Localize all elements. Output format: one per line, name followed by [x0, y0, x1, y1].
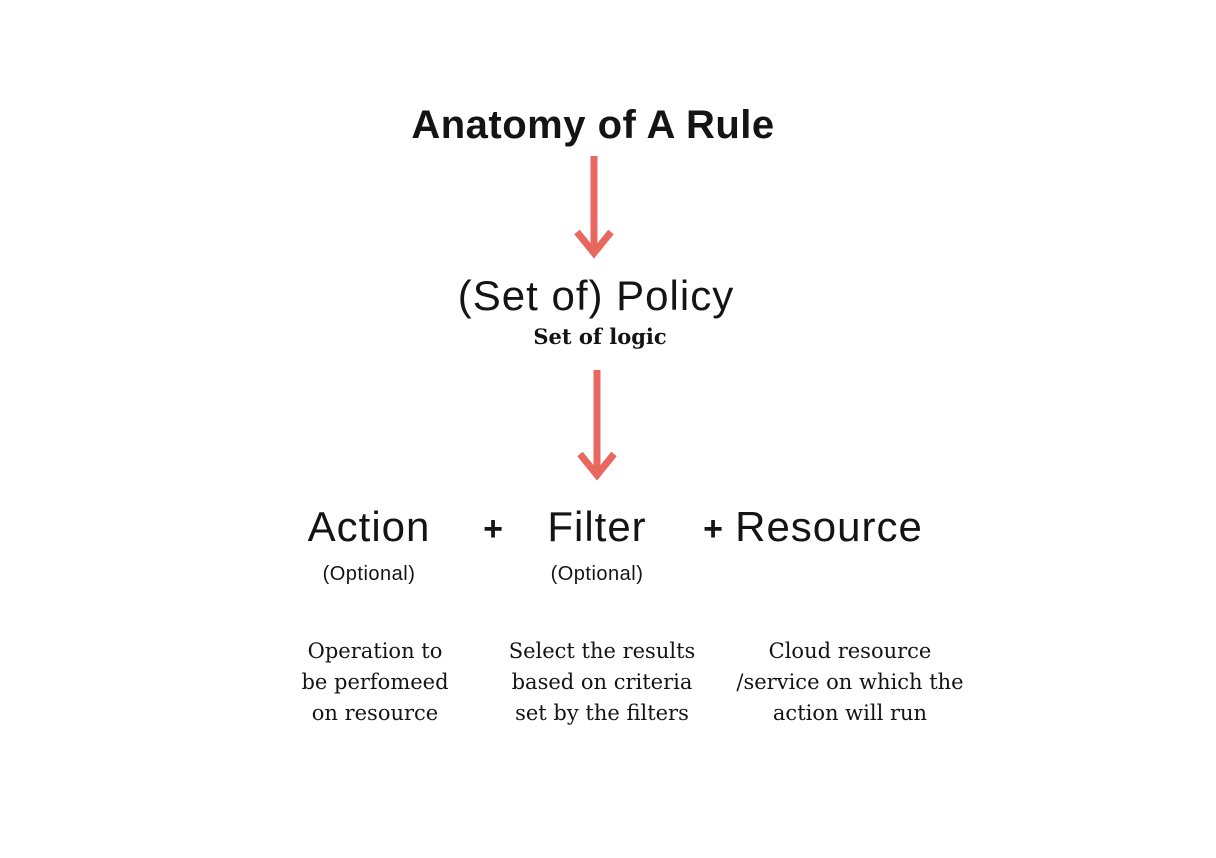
optional-qualifier-action: (Optional)	[322, 563, 416, 585]
optional-qualifier-filter: (Optional)	[550, 563, 644, 585]
plus-operator: +	[483, 510, 503, 548]
policy-sublabel: Set of logic	[533, 324, 667, 349]
plus-operator: +	[703, 510, 723, 548]
down-arrow-icon	[574, 156, 614, 259]
page-title: Anatomy of A Rule	[411, 103, 775, 147]
policy-label: (Set of) Policy	[457, 272, 735, 319]
component-description-resource: Cloud resource /service on which the act…	[736, 639, 964, 725]
component-label-resource: Resource	[735, 503, 923, 550]
component-label-action: Action	[307, 503, 431, 550]
component-label-filter: Filter	[547, 503, 647, 550]
component-description-filter: Select the results based on criteria set…	[508, 639, 696, 725]
component-description-action: Operation to be perfomeed on resource	[301, 639, 449, 725]
down-arrow-icon	[577, 370, 617, 481]
